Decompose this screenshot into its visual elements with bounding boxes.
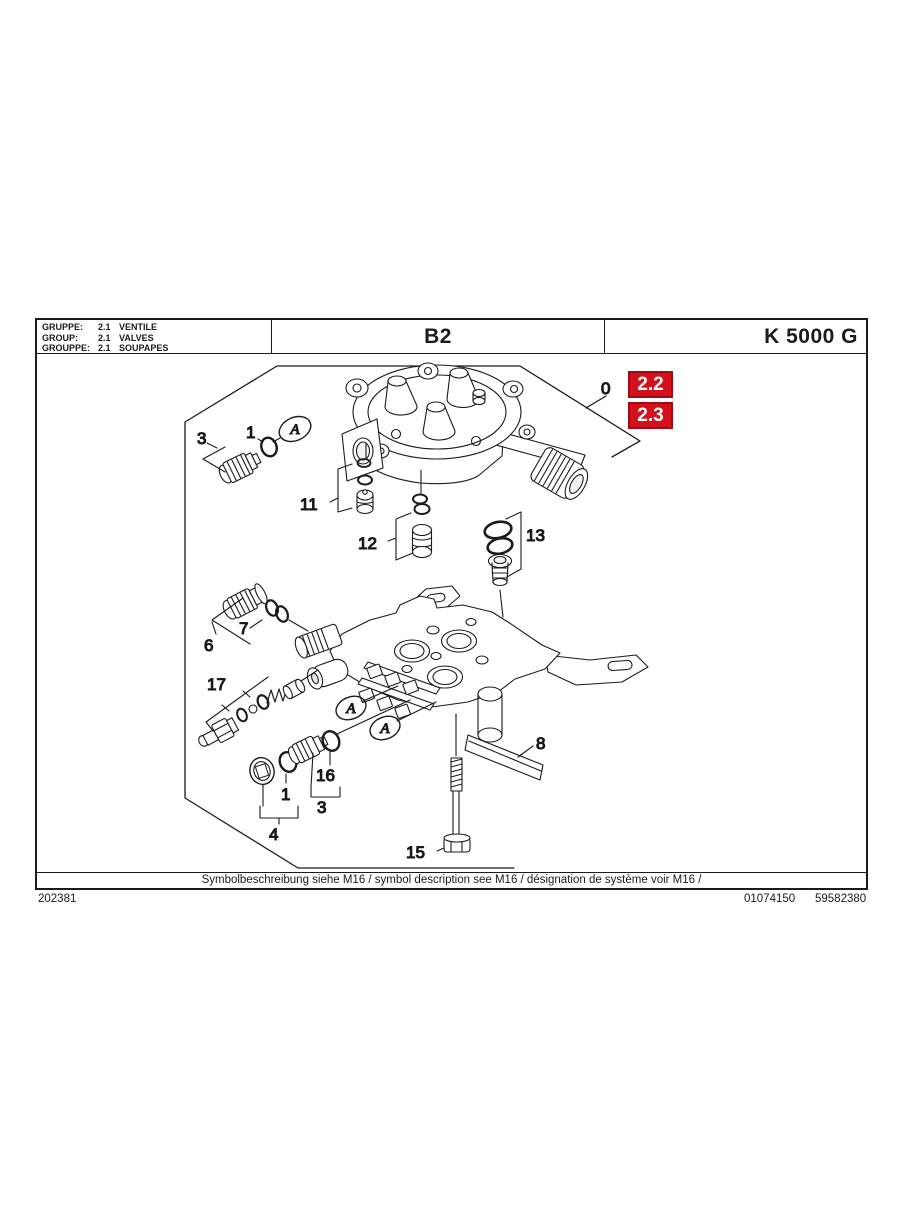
- callout-11: 11: [300, 495, 318, 514]
- group-row-de: GRUPPE: 2.1 VENTILE: [42, 322, 271, 333]
- group-name-de: VENTILE: [119, 322, 158, 332]
- valve-block-drawing: [294, 585, 649, 743]
- callout-3-bottom: 3: [317, 798, 326, 817]
- group-row-fr: GROUPPE: 2.1 SOUPAPES: [42, 343, 271, 354]
- callout-17: 17: [207, 675, 226, 694]
- detail-ref-a-mid-2: A: [379, 721, 390, 737]
- section-ref-2-3[interactable]: 2.3: [628, 402, 673, 429]
- assembly-boundary-frame: [184, 365, 641, 869]
- page-code-cell: B2: [272, 320, 605, 353]
- callout-4: 4: [269, 825, 278, 844]
- callout-15: 15: [406, 843, 425, 862]
- group-name-fr: SOUPAPES: [119, 343, 169, 353]
- callout-6: 6: [204, 636, 213, 655]
- group-code-fr: 2.1: [98, 343, 111, 353]
- callout-1-bottom: 1: [281, 785, 290, 804]
- part-group-13: [483, 511, 522, 618]
- callout-1-top: 1: [246, 423, 255, 442]
- ref-number-right: 59582380: [815, 893, 867, 905]
- group-label-en: GROUP:: [42, 332, 78, 343]
- group-title-block: GRUPPE: 2.1 VENTILE GROUP: 2.1 VALVES GR…: [37, 320, 272, 353]
- group-code-de: 2.1: [98, 322, 111, 332]
- model-cell: K 5000 G: [605, 320, 866, 353]
- detail-ref-a-top: A: [289, 422, 300, 438]
- part-group-3-top: [202, 415, 312, 484]
- section-ref-2-2[interactable]: 2.2: [628, 371, 673, 398]
- ref-number-left: 01074150: [744, 893, 796, 905]
- doc-number: 202381: [38, 893, 77, 905]
- symbol-note-text: Symbolbeschreibung siehe M16 / symbol de…: [201, 874, 702, 886]
- page-header: GRUPPE: 2.1 VENTILE GROUP: 2.1 VALVES GR…: [35, 318, 868, 354]
- group-row-en: GROUP: 2.1 VALVES: [42, 333, 271, 344]
- pump-head-drawing: [341, 362, 589, 500]
- callout-12: 12: [358, 534, 377, 553]
- page-code: B2: [424, 324, 452, 348]
- symbol-note-bar: Symbolbeschreibung siehe M16 / symbol de…: [35, 872, 868, 890]
- group-name-en: VALVES: [119, 332, 154, 343]
- detail-ref-a-mid-1: A: [345, 701, 356, 717]
- part-group-17: [198, 676, 306, 747]
- callout-7: 7: [239, 619, 248, 638]
- part-group-bottom-row: [249, 730, 341, 825]
- part-group-11: [329, 443, 374, 515]
- group-label-de: GRUPPE:: [42, 322, 84, 332]
- callout-0-assembly: 0: [601, 379, 610, 398]
- detail-a-markers: [300, 669, 437, 741]
- part-group-12: [387, 469, 433, 561]
- callout-13: 13: [526, 526, 545, 545]
- callout-3-top: 3: [197, 429, 206, 448]
- callout-16: 16: [316, 766, 335, 785]
- group-label-fr: GROUPPE:: [42, 343, 91, 353]
- part-gasket-8: [464, 734, 544, 781]
- group-code-en: 2.1: [98, 332, 111, 343]
- part-group-6-7: [211, 583, 309, 645]
- part-bolt-15: [436, 713, 471, 853]
- callout-8: 8: [536, 734, 545, 753]
- page-frame: [35, 318, 868, 890]
- model-name: K 5000 G: [764, 324, 858, 348]
